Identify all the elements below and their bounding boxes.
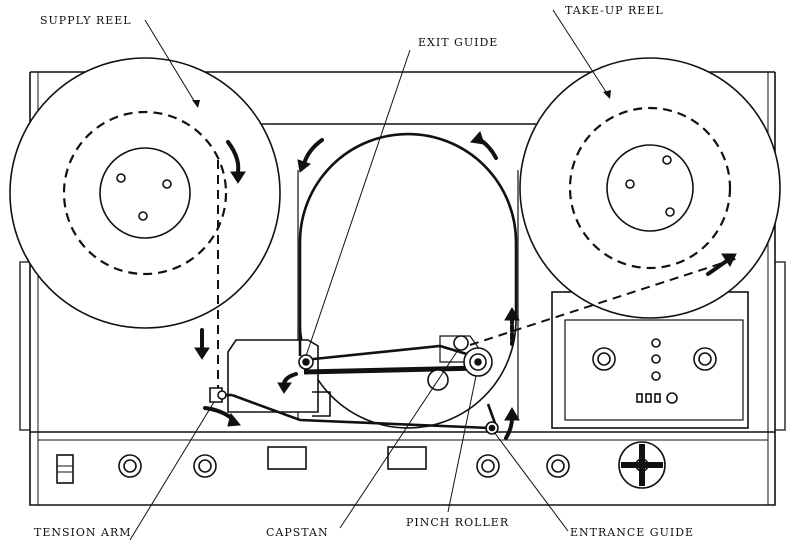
arrow-up (504, 307, 520, 346)
entrance-guide (485, 421, 499, 435)
arrow-takeup (706, 253, 737, 276)
capstan (453, 335, 469, 351)
arrow-tension (203, 406, 241, 427)
leader-lines (129, 9, 609, 541)
arrow-entrance (504, 407, 520, 440)
arrow-drum-left (297, 138, 324, 173)
label-exit-guide: EXIT GUIDE (418, 36, 499, 49)
label-pinch-roller: PINCH ROLLER (406, 516, 510, 529)
label-supply-reel: SUPPLY REEL (40, 14, 132, 27)
arrow-head-left (277, 372, 298, 394)
label-take-up-reel: TAKE-UP REEL (565, 4, 664, 17)
exit-guide (298, 354, 314, 370)
arrow-drum-right (470, 131, 498, 160)
selector-switch (56, 454, 74, 484)
head-assembly (227, 335, 481, 417)
tension-arm (209, 387, 227, 403)
capstan-drum (299, 133, 517, 429)
take-up-reel (519, 57, 781, 319)
arrow-supply-rotation (226, 140, 246, 184)
meter-window-2 (387, 446, 427, 470)
knob-2 (193, 454, 217, 478)
label-tension-arm: TENSION ARM (34, 526, 132, 539)
label-entrance-guide: ENTRANCE GUIDE (570, 526, 695, 539)
panel-jack-left (592, 347, 616, 371)
control-strip (56, 441, 666, 489)
label-capstan: CAPSTAN (266, 526, 329, 539)
knob-3 (476, 454, 500, 478)
arrow-supply-down (194, 328, 210, 360)
knob-1 (118, 454, 142, 478)
knob-4 (546, 454, 570, 478)
meter-window-1 (267, 446, 307, 470)
supply-reel (9, 57, 281, 329)
panel-jack-right (693, 347, 717, 371)
leader-arrowheads (192, 90, 611, 108)
power-dial (618, 441, 666, 489)
